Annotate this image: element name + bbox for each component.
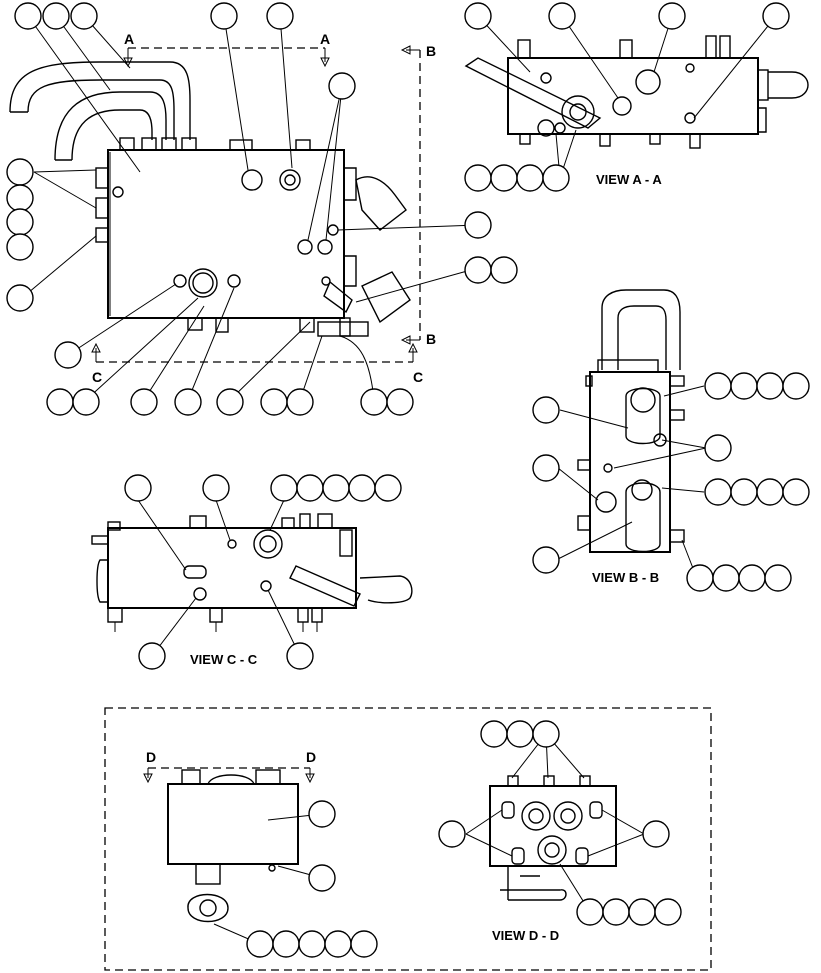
view-a-a-label: VIEW A - A	[596, 172, 662, 187]
view-d-d-label: VIEW D - D	[492, 928, 559, 943]
section-mark-a-right: A	[320, 31, 330, 47]
detail-side-view: D D	[143, 749, 378, 958]
view-c-c-label: VIEW C - C	[190, 652, 258, 667]
section-mark-b-bottom: B	[426, 331, 436, 347]
section-mark-c-right: C	[413, 369, 423, 385]
section-mark-b-top: B	[426, 43, 436, 59]
view-c-c: VIEW C - C	[91, 474, 413, 670]
main-valve-view: A A B B C C	[6, 2, 518, 416]
detail-view-d-d: VIEW D - D	[438, 720, 682, 943]
section-mark-d-right: D	[306, 749, 316, 765]
view-b-b-label: VIEW B - B	[592, 570, 659, 585]
section-mark-c-left: C	[92, 369, 102, 385]
section-mark-d-left: D	[146, 749, 156, 765]
view-b-b: VIEW B - B	[532, 289, 810, 592]
view-a-a: VIEW A - A	[464, 2, 809, 192]
section-mark-a-left: A	[124, 31, 134, 47]
detail-box: D D	[104, 707, 712, 971]
